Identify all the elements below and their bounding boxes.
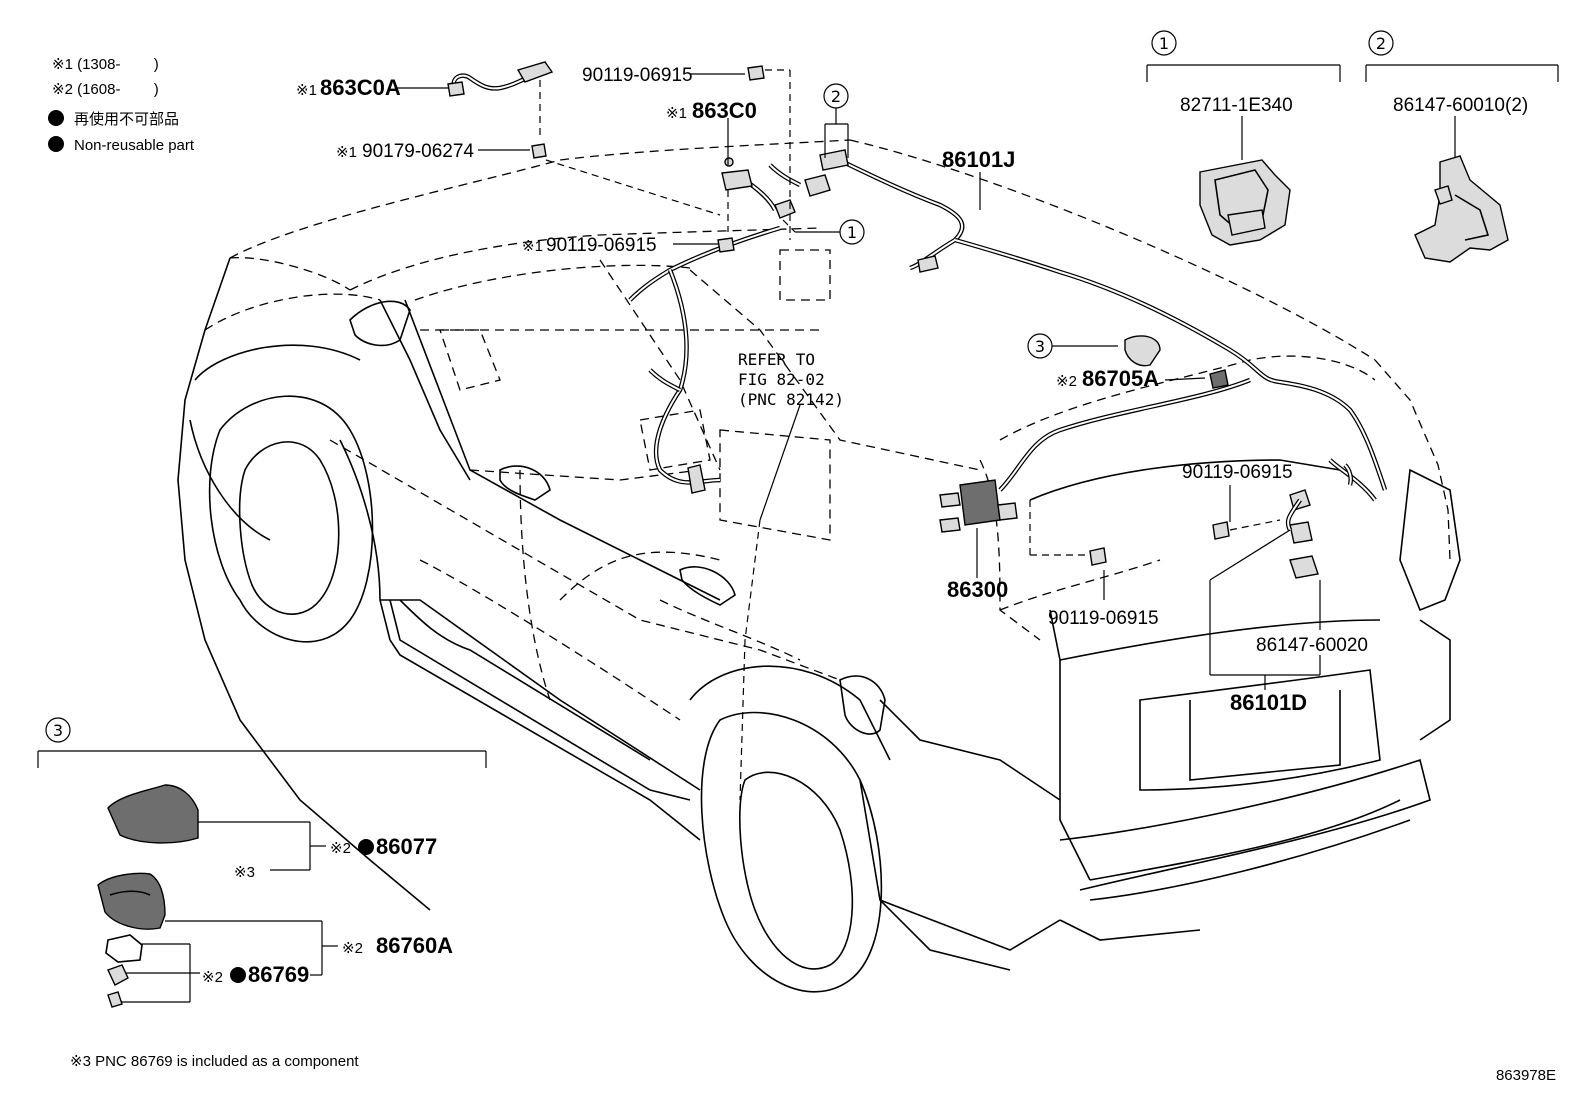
label-86769: 86769: [248, 962, 309, 987]
antenna-cord-86101j: [834, 155, 1388, 502]
figure-id: 863978E: [1496, 1067, 1556, 1084]
label-863c0a: 863C0A: [320, 75, 401, 100]
callout-1-mid: 1: [847, 223, 857, 242]
detail-2-bracket: [1414, 155, 1509, 263]
callout-2-top: 2: [831, 87, 841, 106]
label-90179-06274: 90179-06274: [362, 141, 474, 162]
label-90119-low: 90119-06915: [1048, 608, 1159, 629]
legend-non-reusable-en: Non-reusable part: [74, 137, 195, 154]
label-90119-mid: 90119-06915: [546, 235, 657, 256]
detail-3-parts: [97, 784, 199, 1008]
legend-note-2: ※2 (1608- ): [52, 81, 159, 98]
label-86101j: 86101J: [942, 147, 1015, 172]
vehicle-outline: [177, 139, 1461, 993]
non-reusable-dot-icon: [358, 839, 374, 855]
antenna-cord-863c0: [628, 163, 802, 485]
mark-86769: ※2: [202, 969, 223, 986]
refer-line-2: FIG 82-02: [738, 370, 825, 389]
label-86077: 86077: [376, 834, 437, 859]
detail-1-callout: 1: [1159, 34, 1169, 53]
label-86101d: 86101D: [1230, 690, 1307, 715]
label-86760a: 86760A: [376, 933, 453, 958]
body-parts: [687, 149, 1354, 579]
bolts: [531, 65, 1230, 566]
non-reusable-dot-icon: [48, 136, 64, 152]
refer-line-3: (PNC 82142): [738, 390, 844, 409]
mark-86705a: ※2: [1056, 373, 1077, 390]
detail-1-part: 82711-1E340: [1180, 95, 1293, 116]
non-reusable-dot-icon: [48, 110, 64, 126]
mark-90179: ※1: [336, 144, 357, 161]
callout-circles: 2 1 3 1 2 3: [45, 30, 1394, 743]
part-labels: ※1 863C0A ※1 90179-06274 90119-06915 ※1 …: [202, 65, 1528, 987]
legend-note-1: ※1 (1308- ): [52, 56, 159, 73]
label-86705a: 86705A: [1082, 366, 1159, 391]
label-90119-right: 90119-06915: [1182, 462, 1293, 483]
antenna-cord-863c0a: [447, 61, 554, 97]
detail-1-bracket: [1199, 159, 1291, 246]
detail-2-callout: 2: [1376, 34, 1386, 53]
refer-line-1: REFER TO: [738, 350, 815, 369]
label-86147-60020: 86147-60020: [1256, 635, 1368, 656]
detail-2-part: 86147-60010(2): [1393, 95, 1528, 116]
label-86300: 86300: [947, 577, 1008, 602]
mark-90119-mid: ※1: [522, 238, 543, 255]
non-reusable-dot-icon: [230, 967, 246, 983]
leader-lines: [37, 64, 1559, 1003]
label-90119-top: 90119-06915: [582, 65, 693, 86]
legend: ※1 (1308- ) ※2 (1608- ) 再使用不可部品 Non-reus…: [48, 56, 195, 154]
mark-863c0: ※1: [666, 105, 687, 122]
mark-86760a: ※2: [342, 940, 363, 957]
mark-863c0a: ※1: [296, 82, 317, 99]
legend-non-reusable-jp: 再使用不可部品: [74, 111, 179, 128]
mark-3: ※3: [234, 864, 255, 881]
footnote: ※3 PNC 86769 is included as a component: [70, 1053, 359, 1070]
callout-3-mid: 3: [1035, 337, 1045, 356]
mark-86077: ※2: [330, 840, 351, 857]
label-863c0: 863C0: [692, 98, 757, 123]
detail-3-callout: 3: [53, 721, 63, 740]
